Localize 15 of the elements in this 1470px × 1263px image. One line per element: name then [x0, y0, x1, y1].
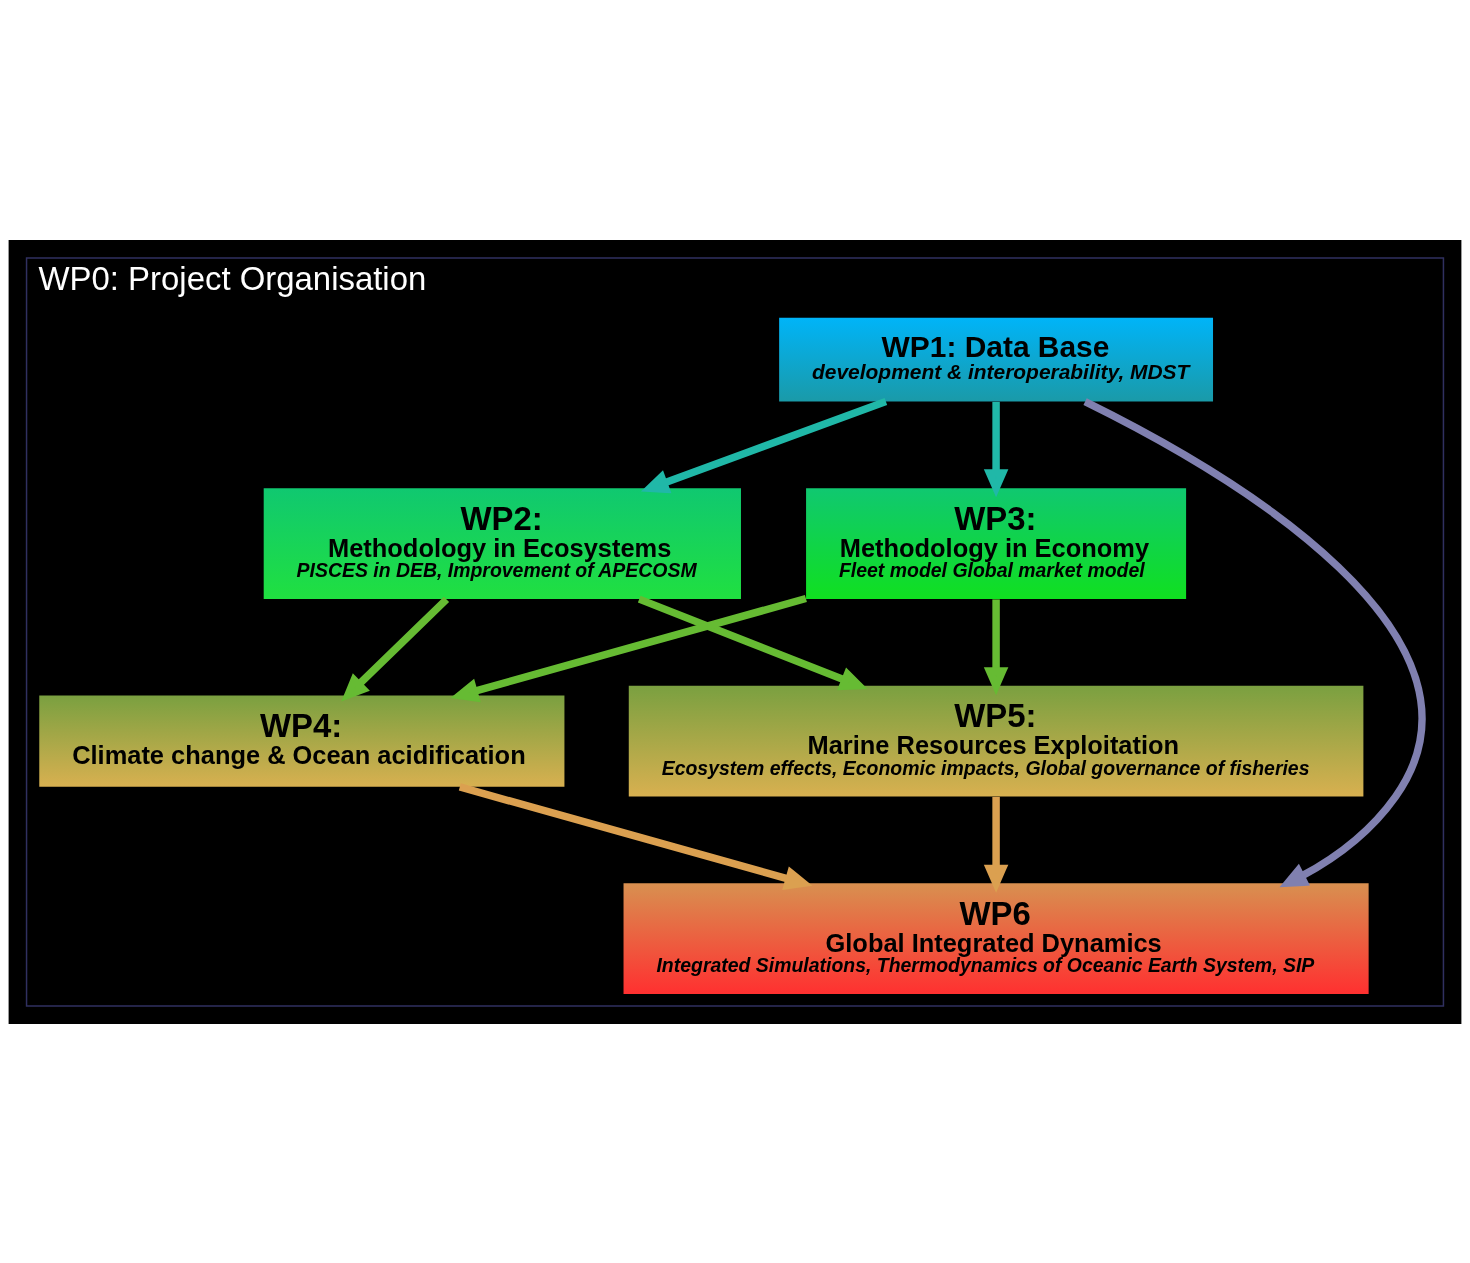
arrow: [637, 595, 868, 690]
arrow: [341, 596, 450, 701]
node-box: WP1: Data Base development & interoperability, MDST: [779, 317, 1214, 402]
node-box: WP4: Climate change & Ocean acidification: [39, 695, 565, 787]
arrow: [450, 594, 807, 702]
node-box: WP6 Global Integrated Dynamics Integrated Simulations, Thermodynamics of Oceanic Earth System, SIP: [623, 882, 1369, 994]
node-box: WP2: Methodology in Ecosystems PISCES in DEB, Improvement of APECOSM: [263, 487, 741, 599]
arrow: [1083, 397, 1426, 887]
arrow: [983, 796, 1009, 893]
arrow: [458, 782, 813, 890]
node-box: WP3: Methodology in Economy Fleet model Global market model: [806, 487, 1187, 599]
arrow: [983, 401, 1009, 497]
arrow: [983, 598, 1009, 695]
arrow: [640, 397, 888, 493]
node-box: WP5: Marine Resources Exploitation Ecosystem effects, Economic impacts, Global governance of fisheries: [628, 685, 1364, 797]
